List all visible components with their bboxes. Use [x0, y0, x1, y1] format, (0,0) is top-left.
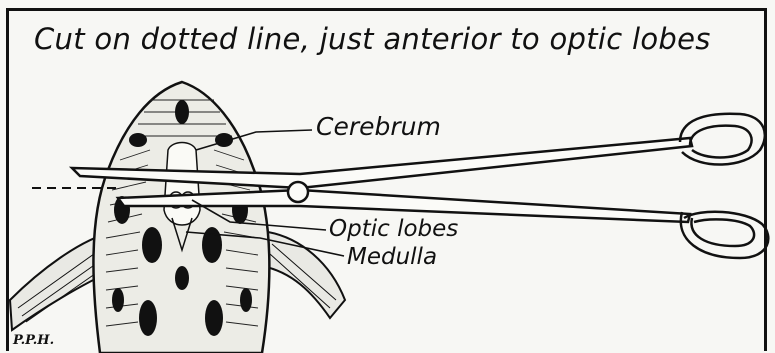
label-optic-lobes: Optic lobes	[329, 216, 458, 242]
artist-initials: P.P.H.	[13, 333, 54, 348]
right-forelimb	[262, 232, 345, 318]
label-medulla: Medulla	[347, 244, 437, 270]
label-cerebrum: Cerebrum	[316, 112, 441, 141]
